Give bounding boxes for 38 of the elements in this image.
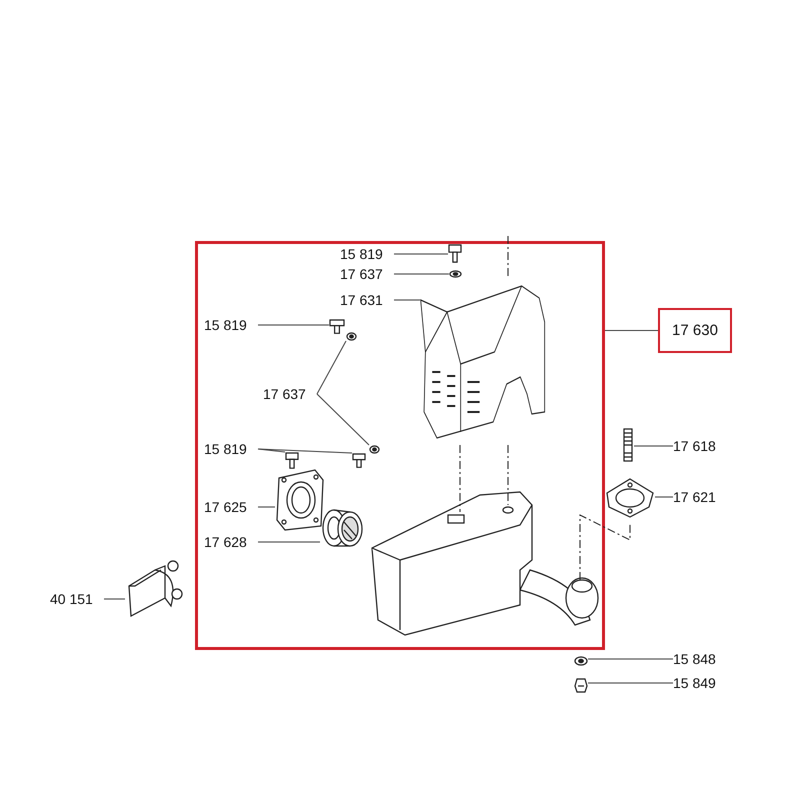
bolt-drawing [285, 452, 299, 468]
flange-drawing [275, 468, 325, 532]
gasket-drawing [605, 477, 655, 519]
callout-number: 17 621 [673, 488, 727, 506]
callout-number: 17 625 [204, 498, 258, 516]
washer-drawing [574, 656, 588, 666]
callout-number: 17 628 [204, 533, 258, 551]
leader-line [258, 324, 330, 326]
leader-line [104, 598, 126, 600]
bolt-drawing [352, 453, 366, 467]
callout-number: 17 637 [263, 385, 317, 403]
assembly-frame [195, 241, 605, 650]
callout-number: 15 849 [673, 674, 727, 692]
callout-number: 17 630 [658, 308, 732, 353]
callout-number: 17 637 [340, 265, 394, 283]
callout-number: 15 848 [673, 650, 727, 668]
bolt-drawing [448, 244, 462, 262]
nut-drawing [574, 677, 588, 693]
leader-line [588, 682, 674, 684]
leader-line [258, 506, 276, 508]
callout-number: 40 151 [50, 590, 104, 608]
callout-number: 15 819 [340, 245, 394, 263]
washer-drawing [449, 270, 462, 278]
callout-number: 15 819 [204, 440, 258, 458]
stud-drawing [622, 428, 634, 462]
callout-number: 15 819 [204, 316, 258, 334]
leader-line [316, 340, 346, 394]
leader-line [604, 330, 658, 331]
washer-drawing [346, 332, 357, 341]
leader-line [258, 448, 352, 454]
leader-line [258, 448, 286, 452]
bolt-drawing [329, 319, 345, 333]
leader-line [316, 394, 370, 446]
callout-number: 17 618 [673, 437, 727, 455]
leader-line [588, 658, 674, 660]
callout-number: 17 631 [340, 291, 394, 309]
leader-line [654, 496, 674, 498]
washer-drawing [369, 445, 380, 454]
